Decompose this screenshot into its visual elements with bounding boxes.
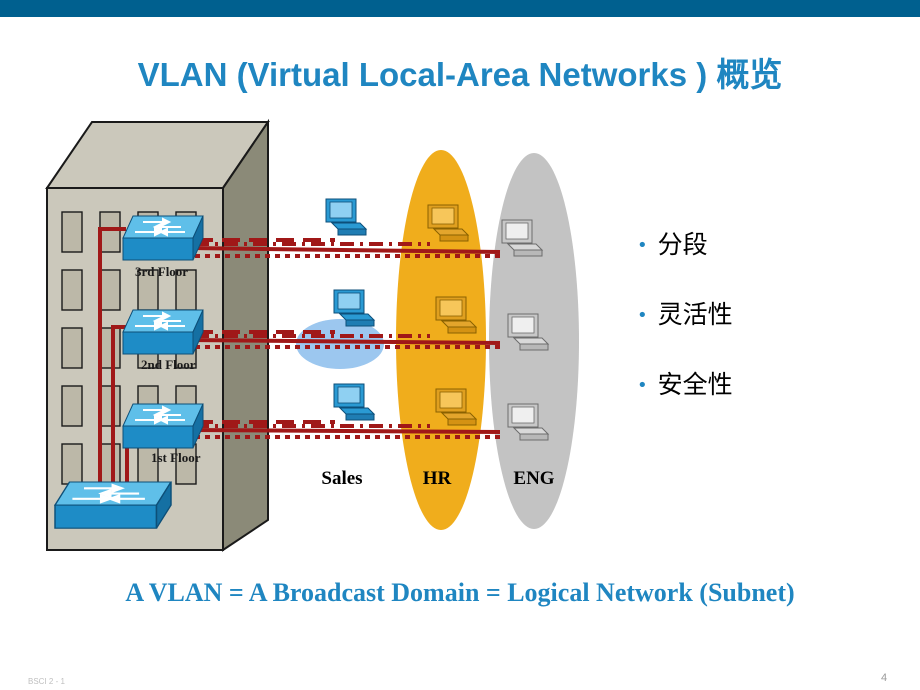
core-switch — [53, 480, 173, 530]
floor-label-1st: 1st Floor — [151, 450, 201, 465]
feature-list: • 分段 • 灵活性 • 安全性 — [637, 228, 733, 438]
bullet-text: 分段 — [657, 230, 708, 259]
slide-id: BSCI 2 - 1 — [28, 677, 65, 686]
group-label-eng: ENG — [513, 468, 554, 489]
bullet-text: 灵活性 — [657, 300, 733, 329]
list-item: • 分段 — [637, 228, 733, 298]
bullet-text: 安全性 — [657, 370, 733, 399]
page-number: 4 — [881, 672, 888, 684]
sales-pc-3rd — [325, 198, 367, 236]
list-item: • 安全性 — [637, 368, 733, 438]
switch-1st-floor — [122, 403, 204, 449]
bullet-icon: • — [637, 235, 648, 256]
list-item: • 灵活性 — [637, 298, 733, 368]
summary-statement: A VLAN = A Broadcast Domain = Logical Ne… — [125, 578, 795, 607]
slide-title: VLAN (Virtual Local-Area Networks ) 概览 — [0, 48, 920, 96]
group-label-sales: Sales — [321, 468, 362, 489]
top-bar — [0, 0, 920, 17]
title-latin: VLAN (Virtual Local-Area Networks ) — [137, 56, 708, 93]
group-label-hr: HR — [423, 468, 452, 489]
bullet-icon: • — [637, 375, 648, 396]
switch-2nd-floor — [122, 309, 204, 355]
switch-3rd-floor — [122, 215, 204, 261]
floor-label-2nd: 2nd Floor — [141, 357, 196, 372]
bullet-icon: • — [637, 305, 648, 326]
title-chinese: 概览 — [716, 55, 783, 94]
floor-label-3rd: 3rd Floor — [135, 264, 188, 279]
sales-pc-1st — [333, 383, 375, 421]
access-links — [189, 238, 505, 439]
